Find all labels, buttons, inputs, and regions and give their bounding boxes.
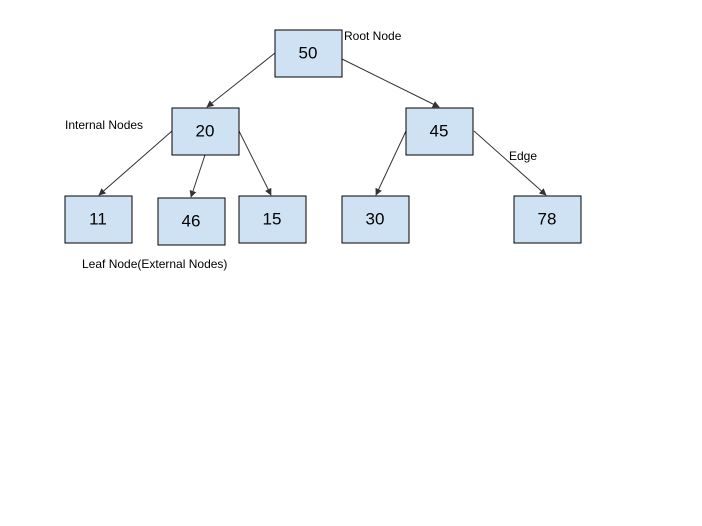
node-leaf-1: 11 [64,195,133,244]
node-leaf-3-value: 15 [263,210,282,229]
edge-20-to-15 [238,130,272,196]
node-internal-left: 20 [171,107,240,156]
root-node-label: Root Node [344,29,402,43]
node-internal-right: 45 [405,107,474,156]
node-leaf-2-value: 46 [182,212,201,231]
node-leaf-5: 78 [513,195,582,244]
edge-20-to-11 [98,130,173,196]
node-leaf-4-value: 30 [366,210,385,229]
edge-root-to-20 [206,52,276,108]
node-leaf-4: 30 [341,195,410,244]
node-internal-left-value: 20 [196,122,215,141]
node-internal-right-value: 45 [430,122,449,141]
edge-20-to-46 [189,154,206,198]
node-root: 50 [274,29,343,78]
internal-nodes-label: Internal Nodes [65,118,143,132]
node-leaf-3: 15 [238,195,307,244]
node-leaf-5-value: 78 [538,210,557,229]
edge-45-to-30 [375,130,407,196]
node-root-value: 50 [299,44,318,63]
edge-45-to-78 [473,130,547,196]
node-leaf-2: 46 [157,197,226,246]
edge-root-to-45 [341,58,440,108]
edge-label: Edge [509,149,537,163]
leaf-nodes-label: Leaf Node(External Nodes) [82,257,227,271]
node-leaf-1-value: 11 [89,210,107,229]
